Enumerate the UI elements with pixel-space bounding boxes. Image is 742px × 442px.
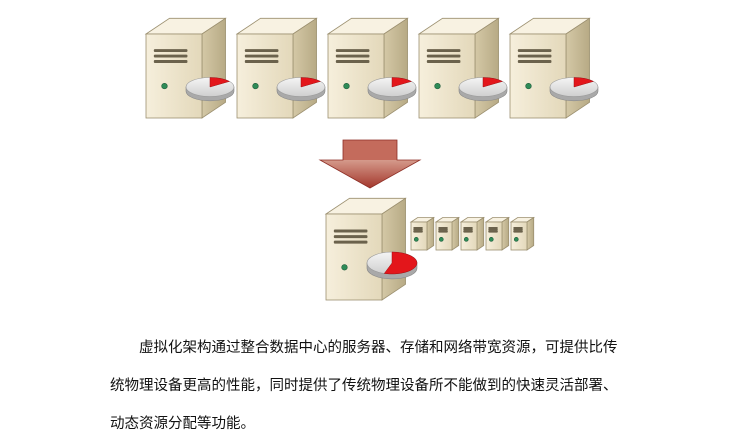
consolidation-arrow — [320, 140, 420, 188]
consolidated-host-server — [326, 198, 417, 300]
utilization-disk-icon — [368, 78, 416, 101]
physical-server — [510, 18, 598, 118]
virtual-machines-row — [411, 218, 534, 250]
power-light-icon — [342, 265, 348, 271]
server-tower-icon — [146, 18, 226, 118]
power-light-icon — [464, 237, 468, 241]
power-light-icon — [439, 237, 443, 241]
server-tower-icon — [328, 18, 408, 118]
virtual-machine — [486, 218, 509, 250]
power-light-icon — [414, 237, 418, 241]
virtualization-diagram — [0, 0, 742, 320]
power-light-icon — [514, 237, 518, 241]
power-light-icon — [435, 83, 441, 89]
server-tower-icon — [411, 218, 434, 250]
power-light-icon — [489, 237, 493, 241]
power-light-icon — [162, 83, 168, 89]
utilization-disk-icon — [277, 78, 325, 101]
caption-line-3: 动态资源分配等功能。 — [110, 414, 650, 434]
server-tower-icon — [237, 18, 317, 118]
server-tower-icon — [510, 18, 590, 118]
power-light-icon — [253, 83, 259, 89]
physical-server — [237, 18, 325, 118]
virtual-machine — [411, 218, 434, 250]
caption-line-1: 虚拟化架构通过整合数据中心的服务器、存储和网络带宽资源，可提供比传 — [139, 338, 679, 358]
caption-line-2: 统物理设备更高的性能，同时提供了传统物理设备所不能做到的快速灵活部署、 — [110, 376, 650, 396]
server-tower-icon — [326, 198, 406, 300]
utilization-disk-icon — [459, 78, 507, 101]
physical-server — [419, 18, 507, 118]
server-tower-icon — [419, 18, 499, 118]
power-light-icon — [344, 83, 350, 89]
virtual-machine — [461, 218, 484, 250]
physical-server — [328, 18, 416, 118]
server-tower-icon — [511, 218, 534, 250]
utilization-disk-icon — [367, 252, 417, 279]
server-tower-icon — [461, 218, 484, 250]
server-tower-icon — [486, 218, 509, 250]
utilization-disk-icon — [550, 78, 598, 101]
server-tower-icon — [436, 218, 459, 250]
utilization-disk-icon — [186, 78, 234, 101]
virtual-machine — [436, 218, 459, 250]
power-light-icon — [526, 83, 532, 89]
virtual-machine — [511, 218, 534, 250]
physical-servers-row — [146, 18, 598, 118]
physical-server — [146, 18, 234, 118]
